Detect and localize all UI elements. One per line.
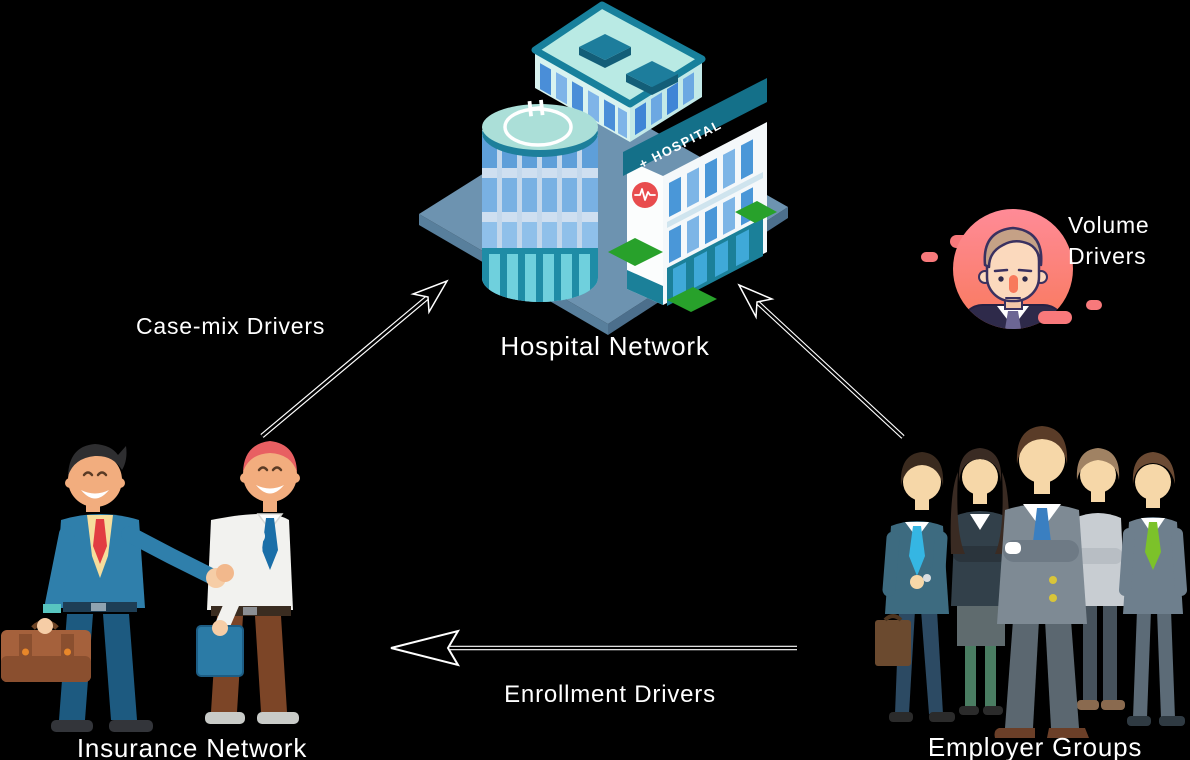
pink-dash-decorations-right: [1038, 300, 1102, 324]
businessman-teal-suit: [875, 452, 955, 722]
helipad-icon: H: [503, 96, 573, 147]
volume-drivers-label-line2: Drivers: [1068, 243, 1147, 269]
right-wing: + HOSPITAL: [608, 78, 777, 312]
businesswoman-dark: [950, 448, 1010, 715]
volume-drivers-avatar: [921, 209, 1102, 329]
businessman-blue-suit: [1, 444, 219, 732]
businessman-red-hair: [196, 441, 300, 724]
svg-text:H: H: [525, 96, 546, 123]
briefcase: [1, 619, 91, 682]
enrollment-arrow: [390, 629, 797, 667]
businessman-gray-suit: [994, 426, 1089, 738]
businesswoman-light: [1071, 448, 1125, 710]
employer-groups-label: Employer Groups: [927, 732, 1143, 760]
businessman-green-tie: [1119, 452, 1187, 726]
volume-drivers-label: Volume Drivers: [1068, 210, 1150, 272]
enrollment-drivers-label: Enrollment Drivers: [504, 681, 716, 708]
insurance-network-label: Insurance Network: [76, 733, 308, 760]
heart-pulse-icon: [632, 182, 658, 208]
case-mix-arrow: [260, 279, 449, 438]
volume-arrow: [737, 283, 905, 439]
hospital-building-illustration: + HOSPITAL: [419, 1, 788, 335]
insurance-network-illustration: [1, 441, 300, 732]
back-block: [531, 1, 706, 142]
roof-skylights: [579, 34, 678, 95]
case-mix-drivers-label: Case-mix Drivers: [136, 313, 326, 339]
round-tower: H: [482, 96, 598, 302]
employer-groups-illustration: [875, 426, 1187, 738]
hospital-network-label: Hospital Network: [500, 331, 710, 361]
volume-drivers-label-line1: Volume: [1068, 212, 1150, 238]
grass-patches: [608, 201, 777, 312]
handshake-hands: [206, 564, 234, 588]
